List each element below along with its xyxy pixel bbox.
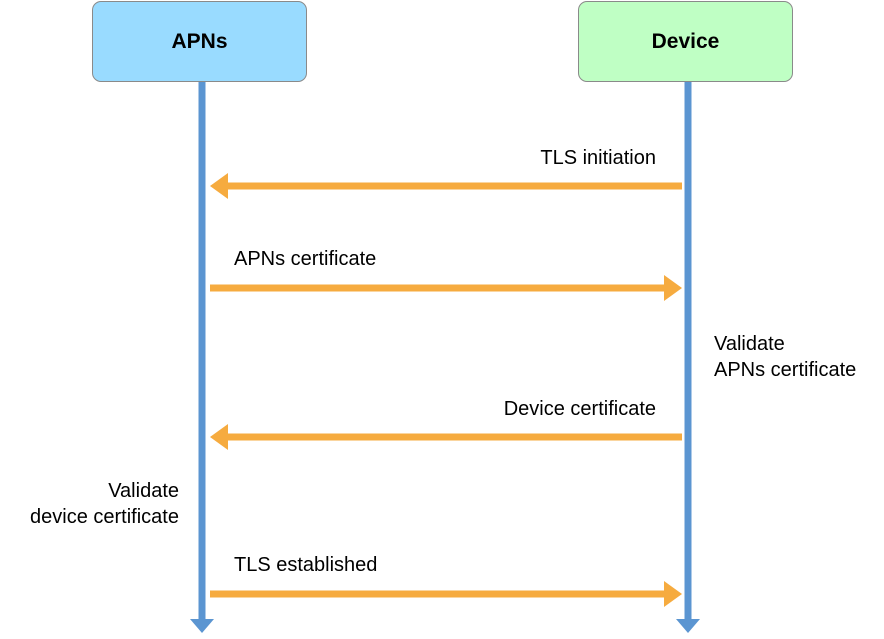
apns-validate-note-line1: Validate	[108, 480, 179, 502]
message-label-tls-established: TLS established	[234, 554, 378, 576]
apns-lifeline-arrowhead	[190, 619, 214, 633]
message-label-device-certificate: Device certificate	[503, 398, 656, 420]
message-arrowhead-device-certificate	[210, 424, 228, 450]
apns-actor-label: APNs	[171, 29, 228, 53]
apns-validate-note-line2: device certificate	[30, 506, 179, 528]
device-lifeline-arrowhead	[676, 619, 700, 633]
message-label-tls-initiation: TLS initiation	[540, 147, 656, 169]
device-validate-note-line1: Validate	[714, 333, 785, 355]
message-arrowhead-apns-certificate	[664, 275, 682, 301]
apns-validate-note: Validate device certificate	[30, 478, 179, 530]
message-label-apns-certificate: APNs certificate	[234, 248, 377, 270]
device-validate-note: Validate APNs certificate	[714, 331, 856, 383]
message-arrowhead-tls-initiation	[210, 173, 228, 199]
device-actor-box: Device	[578, 1, 793, 82]
device-validate-note-line2: APNs certificate	[714, 359, 857, 381]
apns-actor-box: APNs	[92, 1, 307, 82]
message-arrowhead-tls-established	[664, 581, 682, 607]
device-actor-label: Device	[651, 29, 720, 53]
